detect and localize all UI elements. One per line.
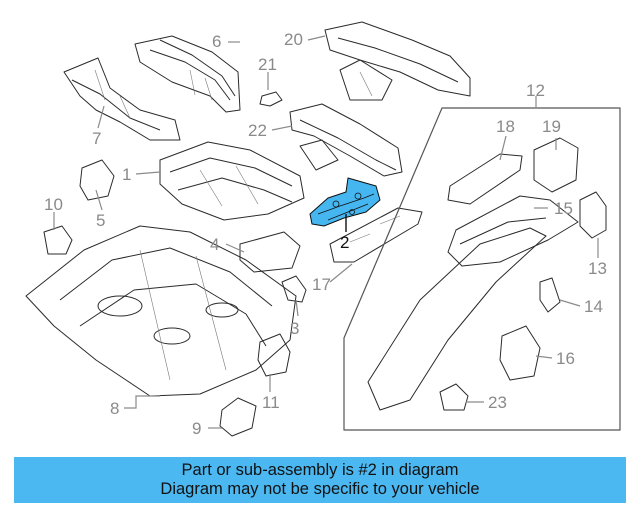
part-9-drawing: [219, 397, 257, 437]
banner-line-2: Diagram may not be specific to your vehi…: [160, 480, 480, 498]
callout-20: 20: [284, 30, 303, 49]
callout-4: 4: [210, 235, 219, 254]
part-17-drawing: [329, 207, 423, 263]
parts-diagram: 6 20 21 7 22 1 5 10 4 3 11 8 9 17 2 12 1…: [25, 21, 621, 438]
part-15-drawing: [447, 195, 579, 267]
part-10-drawing: [43, 225, 73, 255]
callout-14: 14: [584, 297, 603, 316]
rear-rail-drawing: [367, 227, 547, 411]
part-1-drawing: [159, 141, 305, 221]
callout-15: 15: [554, 199, 573, 218]
part-5-drawing: [79, 159, 115, 201]
leader-lines: [53, 35, 599, 429]
part-20-drawing: [324, 21, 471, 101]
callout-22: 22: [248, 121, 267, 140]
callout-11: 11: [262, 393, 280, 412]
callout-9: 9: [192, 419, 201, 438]
callout-12: 12: [526, 81, 545, 100]
callout-7: 7: [92, 129, 101, 148]
banner-line-1: Part or sub-assembly is #2 in diagram: [181, 461, 459, 479]
callout-5: 5: [96, 211, 105, 230]
part-14-drawing: [539, 277, 561, 313]
part-4-drawing: [239, 231, 301, 273]
group-12-frame: [343, 107, 621, 431]
callout-19: 19: [542, 117, 561, 136]
callout-8: 8: [110, 399, 119, 418]
part-21-drawing: [259, 91, 283, 107]
floor-assembly-drawing: [25, 225, 297, 397]
callout-18: 18: [496, 117, 515, 136]
callout-2: 2: [340, 233, 349, 252]
part-16-drawing: [499, 325, 541, 381]
diagram-notice-banner: Part or sub-assembly is #2 in diagram Di…: [14, 457, 626, 503]
part-3-drawing: [281, 275, 307, 303]
callout-3: 3: [290, 319, 299, 338]
callout-13: 13: [588, 259, 607, 278]
part-19-drawing: [533, 137, 579, 193]
part-7-drawing: [63, 57, 181, 141]
part-11-drawing: [257, 333, 291, 377]
part-13-drawing: [579, 191, 607, 239]
callout-1: 1: [122, 165, 131, 184]
part-22-drawing: [289, 103, 403, 177]
callout-23: 23: [488, 393, 507, 412]
callout-21: 21: [258, 55, 277, 74]
part-23-drawing: [439, 383, 469, 411]
callout-10: 10: [44, 195, 63, 214]
callout-17: 17: [312, 275, 331, 294]
callout-6: 6: [212, 32, 221, 51]
part-18-drawing: [447, 153, 523, 205]
callout-16: 16: [556, 349, 575, 368]
part-2-highlighted: [309, 177, 381, 227]
part-6-drawing: [134, 35, 241, 113]
